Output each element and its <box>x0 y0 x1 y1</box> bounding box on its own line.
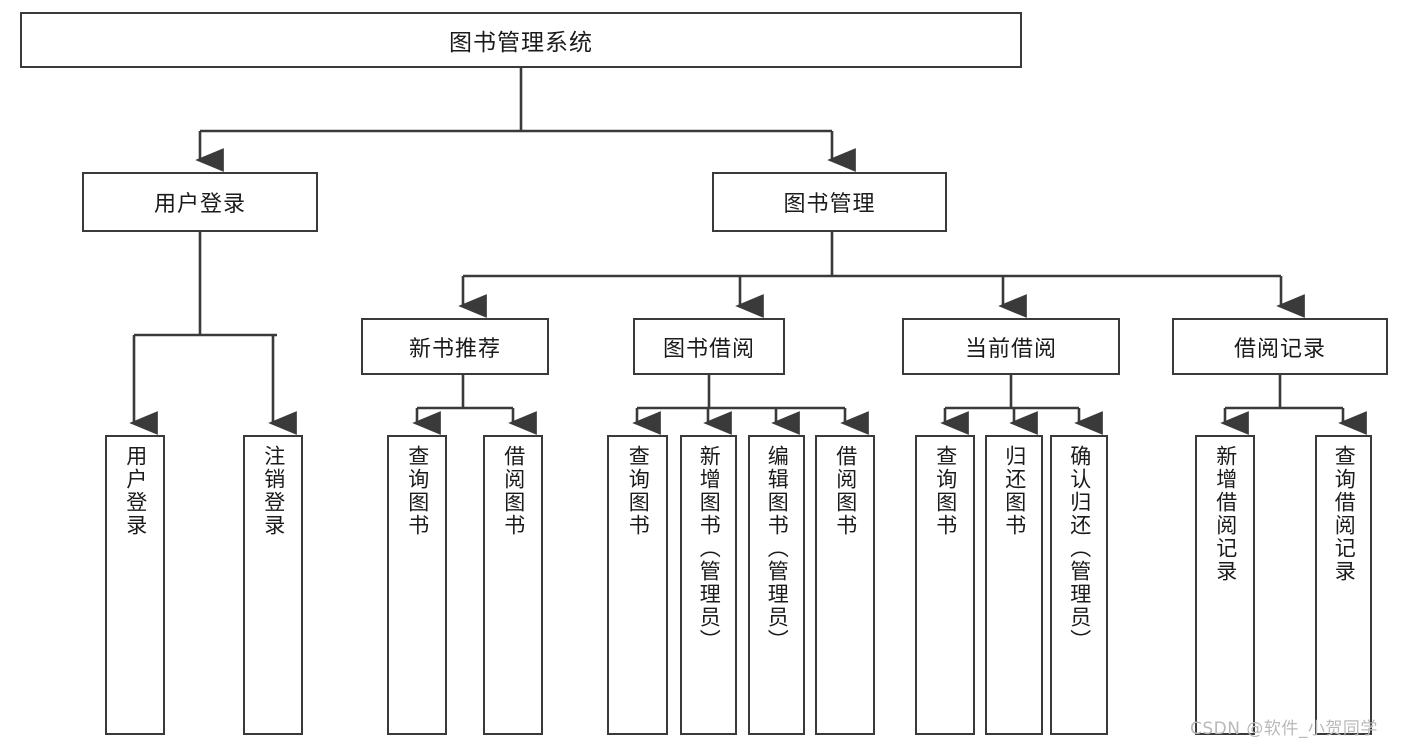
leaf-label: 归还图书 <box>1002 445 1027 537</box>
leaf-label: 新增借阅记录 <box>1213 445 1238 583</box>
node-root-system[interactable]: 图书管理系统 <box>20 12 1022 68</box>
leaf-label: 查询图书 <box>405 445 430 537</box>
leaf-label: 查询图书 <box>933 445 958 537</box>
node-leaf-query-book-1[interactable]: 查询图书 <box>387 435 447 735</box>
node-leaf-confirm-return-admin[interactable]: 确认归还（管理员） <box>1050 435 1108 735</box>
node-new-book-recommend[interactable]: 新书推荐 <box>361 318 549 375</box>
node-leaf-add-borrow-record[interactable]: 新增借阅记录 <box>1195 435 1255 735</box>
leaf-label: 注销登录 <box>261 445 286 537</box>
node-current-borrow[interactable]: 当前借阅 <box>902 318 1120 375</box>
node-book-borrow[interactable]: 图书借阅 <box>633 318 785 375</box>
node-leaf-user-login[interactable]: 用户登录 <box>105 435 165 735</box>
node-leaf-add-book-admin[interactable]: 新增图书（管理员） <box>680 435 737 735</box>
csdn-watermark: CSDN @软件_小贺同学 <box>1190 719 1378 739</box>
leaf-label: 借阅图书 <box>833 445 858 537</box>
node-leaf-edit-book-admin[interactable]: 编辑图书（管理员） <box>748 435 805 735</box>
node-leaf-query-book-2[interactable]: 查询图书 <box>607 435 668 735</box>
node-leaf-query-book-3[interactable]: 查询图书 <box>915 435 975 735</box>
node-leaf-borrow-book-2[interactable]: 借阅图书 <box>815 435 875 735</box>
leaf-label: 新增图书（管理员） <box>697 445 722 652</box>
node-leaf-borrow-book-1[interactable]: 借阅图书 <box>483 435 543 735</box>
node-user-login[interactable]: 用户登录 <box>82 172 318 232</box>
node-leaf-user-logout[interactable]: 注销登录 <box>243 435 303 735</box>
leaf-label: 确认归还（管理员） <box>1067 445 1092 652</box>
leaf-label: 用户登录 <box>123 445 148 537</box>
leaf-label: 查询图书 <box>626 445 651 537</box>
node-leaf-query-borrow-record[interactable]: 查询借阅记录 <box>1315 435 1372 735</box>
node-borrow-record[interactable]: 借阅记录 <box>1172 318 1388 375</box>
node-book-manage[interactable]: 图书管理 <box>712 172 947 232</box>
leaf-label: 查询借阅记录 <box>1332 445 1357 583</box>
node-leaf-return-book[interactable]: 归还图书 <box>985 435 1043 735</box>
leaf-label: 借阅图书 <box>501 445 526 537</box>
leaf-label: 编辑图书（管理员） <box>765 445 790 652</box>
